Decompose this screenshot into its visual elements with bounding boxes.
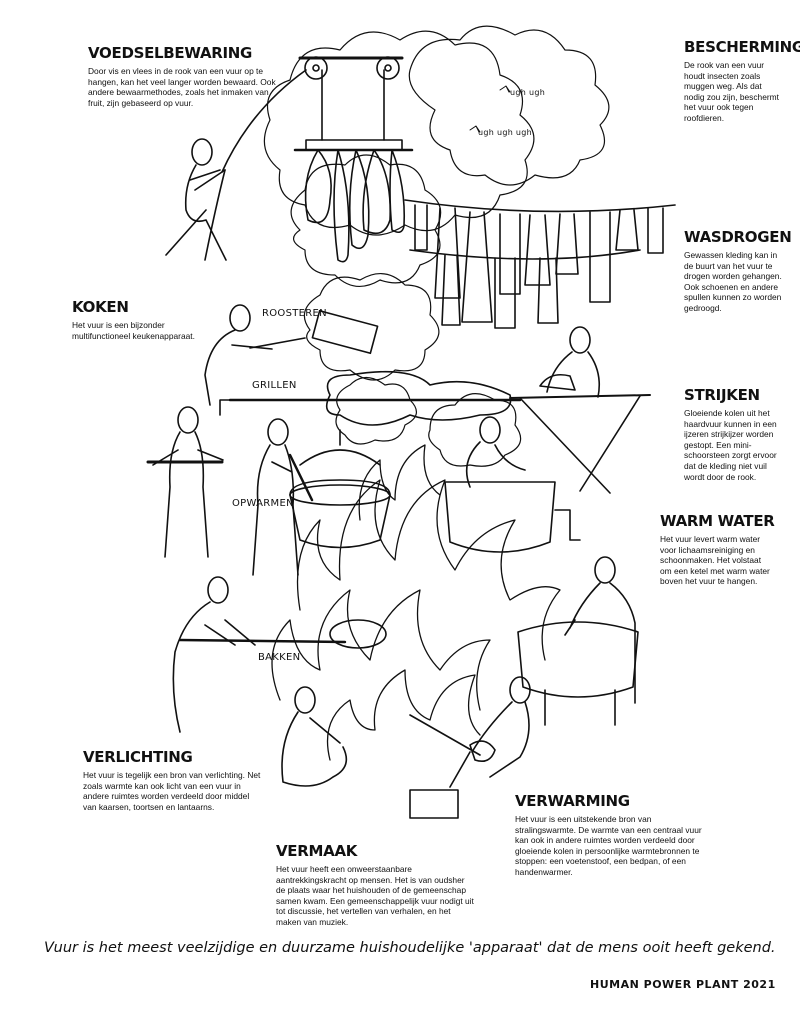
section-title: VERMAAK (276, 842, 358, 860)
section-title: KOKEN (72, 298, 129, 316)
figure-stirring-pot (252, 418, 314, 576)
clothesline (404, 199, 676, 329)
label-mosquito-sound-2: ugh ugh ugh (478, 128, 533, 137)
section-title: STRIJKEN (684, 386, 760, 404)
section-title: VERLICHTING (83, 748, 193, 766)
figure-playing-guitar (409, 676, 531, 819)
label-grillen: GRILLEN (252, 380, 297, 391)
figure-sitting-by-fire (281, 686, 348, 787)
section-vermaak: VERMAAK Het vuur heeft een onweerstaanba… (276, 842, 476, 928)
section-title: VOEDSELBEWARING (88, 44, 253, 62)
section-strijken: STRIJKEN Gloeiende kolen uit het haardvu… (684, 386, 784, 482)
label-bakken: BAKKEN (258, 652, 301, 663)
footer-tagline: Vuur is het meest veelzijdige en duurzam… (44, 940, 776, 956)
meat-smoking-rack (221, 56, 414, 263)
spit-roast (219, 370, 522, 426)
figure-washing (517, 556, 639, 726)
section-verlichting: VERLICHTING Het vuur is tegelijk een bro… (83, 748, 263, 812)
mosquitoes (469, 85, 511, 133)
figure-roasting (204, 304, 379, 406)
figure-baking (172, 576, 387, 733)
section-text: Gewassen kleding kan in de buurt van het… (684, 250, 782, 313)
fire-flames (271, 444, 561, 761)
section-text: Het vuur is een uitstekende bron van str… (515, 814, 702, 877)
section-text: Het vuur is een bijzonder multifunctione… (72, 320, 195, 341)
label-roosteren: ROOSTEREN (262, 308, 327, 319)
section-bescherming: BESCHERMING De rook van een vuur houdt i… (684, 38, 800, 124)
label-mosquito-sound-1: ugh ugh (510, 88, 546, 97)
section-text: Door vis en vlees in de rook van een vuu… (88, 66, 276, 108)
footer-credit: HUMAN POWER PLANT 2021 (590, 978, 776, 991)
section-text: Gloeiende kolen uit het haardvuur kunnen… (684, 408, 777, 482)
figure-ironing (509, 326, 651, 494)
section-koken: KOKEN Het vuur is een bijzonder multifun… (72, 298, 222, 341)
water-kettle (444, 416, 581, 553)
section-text: De rook van een vuur houdt insecten zoal… (684, 60, 779, 123)
section-title: WASDROGEN (684, 228, 792, 246)
section-warm-water: WARM WATER Het vuur levert warm water vo… (660, 512, 775, 587)
section-title: WARM WATER (660, 512, 775, 530)
section-voedselbewaring: VOEDSELBEWARING Door vis en vlees in de … (88, 44, 278, 108)
figure-pulling-rope (165, 138, 227, 261)
section-text: Het vuur is tegelijk een bron van verlic… (83, 770, 261, 812)
label-opwarmen: OPWARMEN (232, 498, 294, 509)
section-title: BESCHERMING (684, 38, 800, 56)
section-wasdrogen: WASDROGEN Gewassen kleding kan in de buu… (684, 228, 792, 314)
section-text: Het vuur levert warm water voor lichaams… (660, 534, 770, 587)
section-verwarming: VERWARMING Het vuur is een uitstekende b… (515, 792, 705, 878)
section-title: VERWARMING (515, 792, 630, 810)
cooking-pot (289, 429, 391, 549)
section-text: Het vuur heeft een onweerstaanbare aantr… (276, 864, 474, 927)
figure-turning-spit (146, 406, 224, 558)
